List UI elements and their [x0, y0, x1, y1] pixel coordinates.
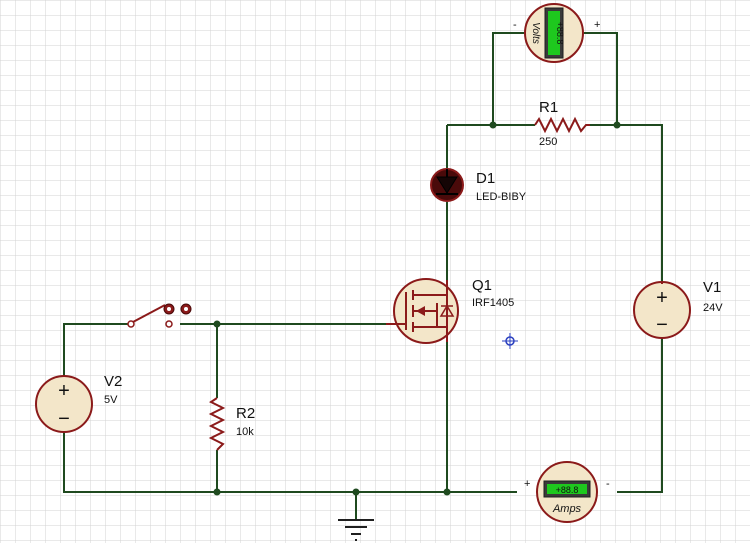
v2-value: 5V: [104, 394, 118, 406]
ammeter-minus-terminal: -: [606, 478, 610, 490]
d1-value: LED-BIBY: [476, 191, 527, 203]
v1-plus-sign: +: [656, 287, 668, 309]
v2-ref: V2: [104, 373, 122, 390]
r1-value: 250: [539, 136, 557, 148]
voltage-source-v2[interactable]: + − V2 5V: [35, 373, 122, 433]
voltage-source-v1[interactable]: + − V1 24V: [633, 279, 723, 339]
v1-ref: V1: [703, 279, 721, 296]
ammeter-plus-terminal: +: [524, 478, 530, 490]
voltmeter-label: Volts: [530, 22, 541, 44]
push-switch[interactable]: [127, 303, 192, 328]
ammeter-reading: +88.8: [556, 485, 579, 495]
junction-dots: [213, 121, 621, 496]
mosfet-q1[interactable]: Q1 IRF1405: [386, 277, 514, 344]
switch-buttons[interactable]: [163, 303, 192, 315]
v2-plus-sign: +: [58, 380, 70, 402]
ammeter[interactable]: +88.8 Amps + -: [524, 461, 610, 523]
ground-symbol: [338, 519, 374, 541]
r1-ref: R1: [539, 99, 558, 116]
r2-value: 10k: [236, 426, 254, 438]
voltmeter-reading: +88.8: [555, 22, 565, 45]
q1-ref: Q1: [472, 277, 492, 294]
d1-ref: D1: [476, 170, 495, 187]
resistor-r2[interactable]: R2 10k: [208, 397, 255, 451]
led-d1[interactable]: D1 LED-BIBY: [430, 168, 527, 203]
voltmeter[interactable]: Volts +88.8 - +: [513, 3, 600, 63]
crosshair-cursor-icon: [502, 333, 518, 349]
r2-ref: R2: [236, 405, 255, 422]
ammeter-label: Amps: [552, 503, 582, 515]
resistor-r1[interactable]: R1 250: [534, 99, 590, 148]
v1-minus-sign: −: [656, 314, 668, 336]
voltmeter-plus-terminal: +: [594, 19, 600, 31]
v1-value: 24V: [703, 302, 723, 314]
voltmeter-minus-terminal: -: [513, 19, 517, 31]
v2-minus-sign: −: [58, 408, 70, 430]
q1-value: IRF1405: [472, 297, 514, 309]
